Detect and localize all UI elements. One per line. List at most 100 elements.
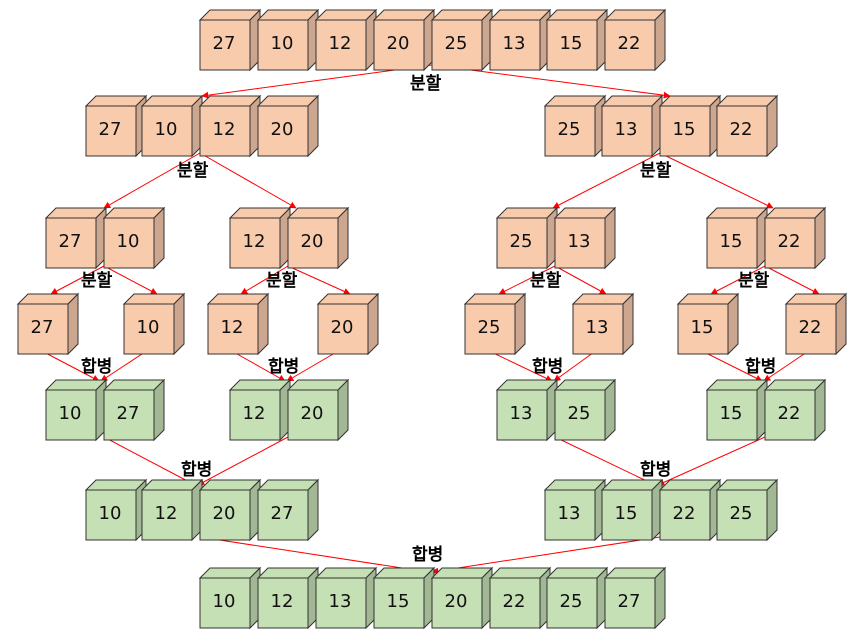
cube-value: 27 xyxy=(98,119,122,140)
split-arrow xyxy=(552,152,661,209)
merge2-cube: 22 xyxy=(658,478,722,542)
merge-arrow xyxy=(763,349,811,382)
split3-cube: 12 xyxy=(206,292,270,356)
split1-cube: 10 xyxy=(140,94,204,158)
output-cube: 12 xyxy=(256,566,320,630)
cube-value: 22 xyxy=(672,503,696,524)
merge-arrow xyxy=(699,349,763,382)
split-arrow xyxy=(498,265,556,295)
split3-cube: 13 xyxy=(571,292,635,356)
split3-cube: 22 xyxy=(784,292,848,356)
split3-cube: 20 xyxy=(316,292,380,356)
cube-value: 13 xyxy=(614,119,638,140)
output-cube: 10 xyxy=(198,566,262,630)
cube-value: 15 xyxy=(559,33,583,54)
cube-value: 12 xyxy=(270,591,294,612)
split-arrow xyxy=(240,265,289,295)
input-cube: 22 xyxy=(603,8,667,72)
merge2-cube: 27 xyxy=(256,478,320,542)
merge2-cube: 10 xyxy=(84,478,148,542)
merge-arrow xyxy=(431,536,661,575)
merge-arrow xyxy=(229,349,286,382)
split1-cube: 27 xyxy=(84,94,148,158)
split-arrow xyxy=(710,265,766,295)
cube-value: 12 xyxy=(328,33,352,54)
cube-value: 15 xyxy=(719,231,743,252)
merge-label-1d: 합병 xyxy=(745,357,777,377)
input-cube: 15 xyxy=(545,8,609,72)
output-cube: 13 xyxy=(314,566,378,630)
split-arrow xyxy=(103,152,201,209)
cube-value: 10 xyxy=(270,33,294,54)
split1-cube: 12 xyxy=(198,94,262,158)
cube-value: 22 xyxy=(777,231,801,252)
cube-value: 12 xyxy=(220,317,244,338)
merge-label-1c: 합병 xyxy=(532,357,564,377)
merge2-cube: 25 xyxy=(715,478,779,542)
cube-value: 25 xyxy=(557,119,581,140)
merge1-cube: 15 xyxy=(705,378,769,442)
split-arrow xyxy=(764,265,820,295)
cube-value: 27 xyxy=(58,231,82,252)
split2-cube: 13 xyxy=(553,206,617,270)
split-arrow xyxy=(659,152,774,209)
split-label-3c: 분할 xyxy=(530,271,562,291)
cube-value: 15 xyxy=(386,591,410,612)
split2-cube: 27 xyxy=(44,206,108,270)
split-arrow xyxy=(103,265,158,295)
merge2-cube: 13 xyxy=(543,478,607,542)
merge-arrow xyxy=(103,436,196,486)
cube-value: 25 xyxy=(477,317,501,338)
split3-cube: 27 xyxy=(16,292,80,356)
split-arrow xyxy=(199,152,297,209)
merge-arrow xyxy=(197,436,289,486)
input-cube: 10 xyxy=(256,8,320,72)
split-label-2b: 분할 xyxy=(640,161,672,181)
split-arrow xyxy=(287,265,351,295)
cube-value: 15 xyxy=(690,317,714,338)
output-cube: 27 xyxy=(603,566,667,630)
input-cube: 27 xyxy=(198,8,262,72)
cube-value: 10 xyxy=(58,403,82,424)
cube-value: 13 xyxy=(502,33,526,54)
merge2-cube: 12 xyxy=(140,478,204,542)
split2-cube: 22 xyxy=(763,206,827,270)
output-cube: 15 xyxy=(372,566,436,630)
cube-value: 13 xyxy=(509,403,533,424)
cube-value: 27 xyxy=(617,591,641,612)
cube-value: 27 xyxy=(116,403,140,424)
cube-value: 20 xyxy=(330,317,354,338)
output-cube: 20 xyxy=(430,566,494,630)
merge1-cube: 13 xyxy=(495,378,559,442)
merge1-cube: 22 xyxy=(763,378,827,442)
split-label-2a: 분할 xyxy=(177,161,209,181)
cube-value: 22 xyxy=(502,591,526,612)
merge-arrow xyxy=(39,349,100,382)
merge2-cube: 15 xyxy=(600,478,664,542)
split3-cube: 25 xyxy=(463,292,527,356)
cube-value: 25 xyxy=(567,403,591,424)
split2-cube: 25 xyxy=(495,206,559,270)
split1-cube: 20 xyxy=(256,94,320,158)
split2-cube: 20 xyxy=(286,206,350,270)
cube-value: 22 xyxy=(617,33,641,54)
merge-label-2a: 합병 xyxy=(181,460,213,480)
cube-value: 22 xyxy=(798,317,822,338)
merge-label-3: 합병 xyxy=(412,545,444,565)
cube-value: 10 xyxy=(212,591,236,612)
merge-arrow xyxy=(286,349,341,382)
merge2-cube: 20 xyxy=(198,478,262,542)
split-arrow xyxy=(50,265,105,295)
split2-cube: 15 xyxy=(705,206,769,270)
cube-value: 27 xyxy=(30,317,54,338)
output-cube: 25 xyxy=(545,566,609,630)
cube-value: 15 xyxy=(672,119,696,140)
cube-value: 20 xyxy=(386,33,410,54)
cube-value: 13 xyxy=(567,231,591,252)
split3-cube: 15 xyxy=(676,292,740,356)
cube-value: 10 xyxy=(116,231,140,252)
cube-value: 20 xyxy=(270,119,294,140)
cube-value: 22 xyxy=(777,403,801,424)
merge1-cube: 25 xyxy=(553,378,617,442)
